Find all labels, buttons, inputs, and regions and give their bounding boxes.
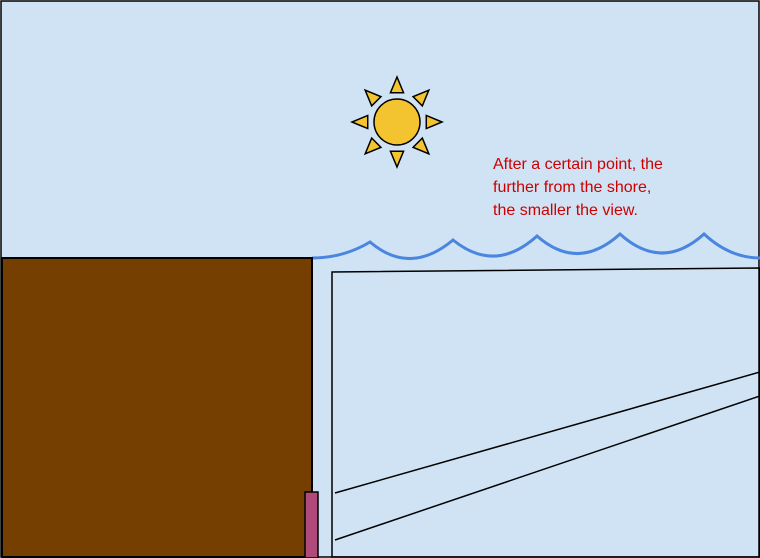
sun-ray (425, 114, 444, 130)
sun-ray (389, 75, 405, 94)
annotation-line-3: the smaller the view. (493, 202, 638, 219)
sun-ray (363, 88, 383, 108)
annotation-line-2: further from the shore, (493, 179, 651, 196)
view-area-outline (331, 267, 760, 558)
cliff-block (1, 257, 313, 558)
view-line-lower (334, 395, 760, 541)
sun-ray (411, 88, 431, 108)
sun-ray (389, 150, 405, 169)
sun-icon (350, 75, 444, 169)
sun-disc (373, 98, 421, 146)
pole-marker (304, 491, 319, 558)
sun-ray (350, 114, 369, 130)
annotation-line-1: After a certain point, the (493, 156, 663, 173)
sun-ray (363, 136, 383, 156)
annotation: After a certain point, the further from … (493, 156, 667, 219)
sun-ray (411, 136, 431, 156)
view-line-upper (334, 371, 760, 494)
wave-line (311, 231, 760, 260)
